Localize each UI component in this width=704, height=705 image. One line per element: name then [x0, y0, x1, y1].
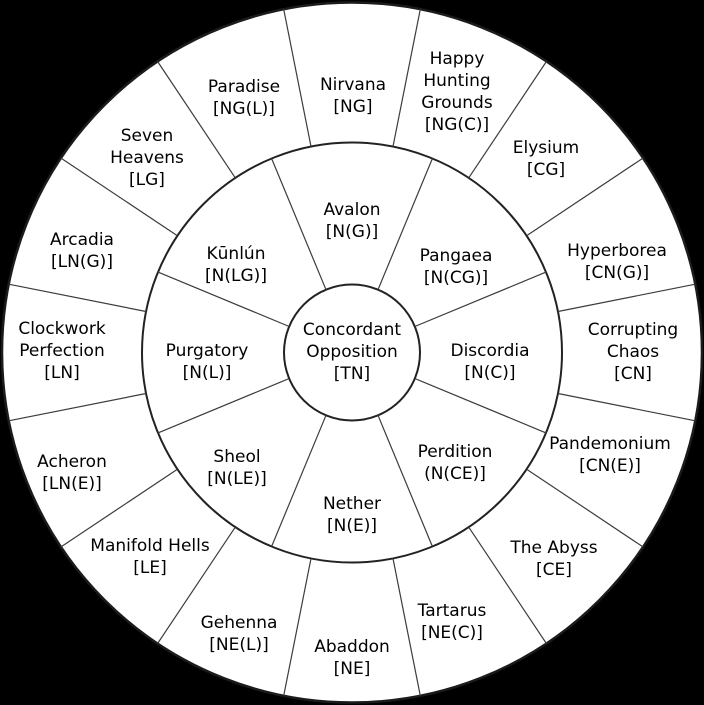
sector-divider-line — [557, 283, 696, 313]
sector-divider-line — [468, 61, 547, 179]
sector-divider-line — [8, 283, 147, 313]
sector-divider-line — [60, 468, 178, 548]
inner-circle — [283, 283, 421, 422]
sector-divider-line — [283, 9, 312, 147]
sector-divider-line — [392, 9, 421, 147]
sector-divider-line — [60, 157, 178, 237]
sector-divider-line — [526, 468, 644, 548]
sector-divider-line — [377, 158, 433, 290]
sector-divider-line — [557, 392, 696, 422]
sector-divider-line — [157, 377, 290, 434]
sector-divider-line — [526, 157, 644, 237]
sector-divider-line — [414, 377, 547, 434]
sector-divider-line — [283, 558, 312, 696]
sector-divider-line — [414, 271, 547, 328]
sector-divider-line — [468, 526, 547, 644]
middle-circle — [141, 141, 563, 564]
sector-divider-line — [271, 158, 327, 290]
sector-divider-line — [8, 392, 147, 422]
sector-divider-line — [157, 526, 236, 644]
sector-divider-line — [271, 415, 327, 547]
sector-divider-line — [157, 271, 290, 328]
sector-divider-line — [157, 61, 236, 179]
sector-divider-line — [392, 558, 421, 696]
sector-dividers — [8, 9, 696, 696]
sector-divider-line — [377, 415, 433, 547]
